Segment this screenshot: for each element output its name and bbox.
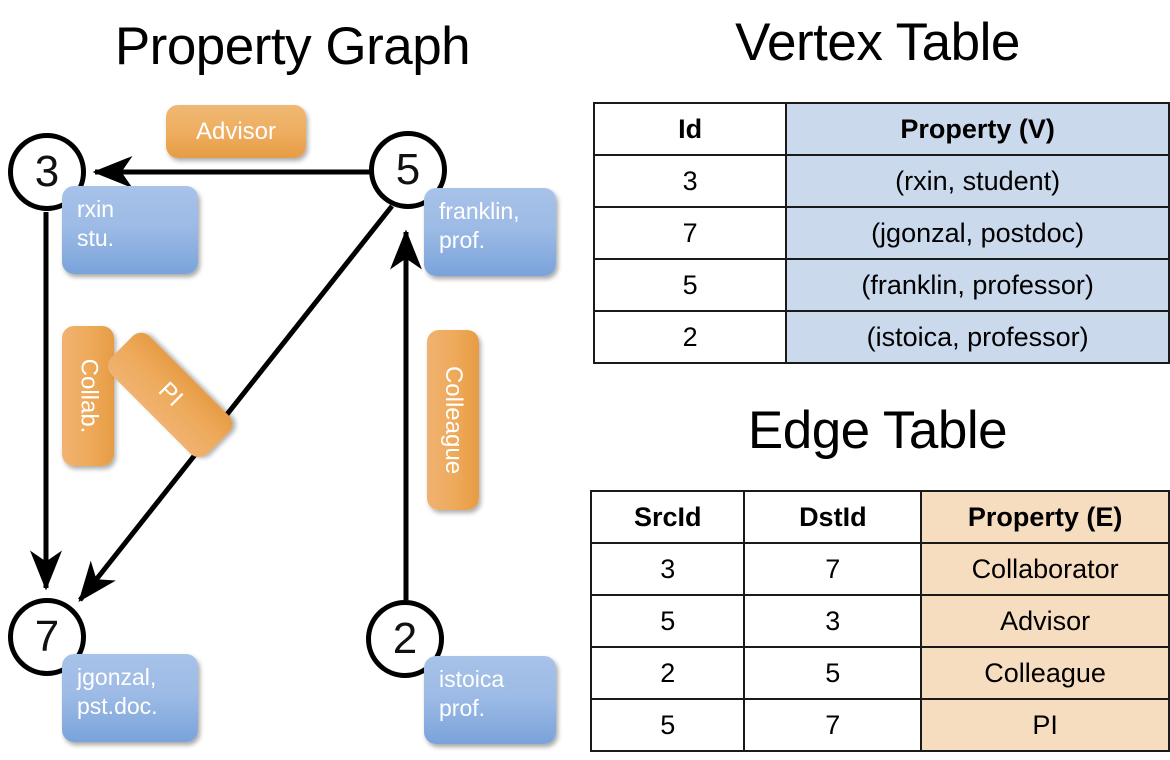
node-property-box-7: jgonzal, pst.doc. <box>62 654 198 742</box>
table-row: 2 5 Colleague <box>589 646 1170 700</box>
cell-srcid: 5 <box>589 698 746 752</box>
cell-id: 2 <box>592 310 788 364</box>
node-property-box-5: franklin, prof. <box>424 188 556 276</box>
edge-label-colleague: Colleague <box>427 330 479 510</box>
graph-edges-svg <box>30 156 422 602</box>
edge-5-to-7 <box>78 204 394 602</box>
edge-label-text: Collab. <box>75 358 102 434</box>
edge-label-advisor: Advisor <box>166 105 306 158</box>
node-property-line: istoica <box>439 666 505 692</box>
cell-srcid: 5 <box>589 594 746 648</box>
node-property-box-3: rxin stu. <box>62 186 198 274</box>
cell-id: 5 <box>592 258 788 312</box>
node-property-line: stu. <box>77 225 115 252</box>
cell-property: (franklin, professor) <box>785 258 1170 312</box>
column-header-srcid: SrcId <box>589 490 746 544</box>
table-row: 5 3 Advisor <box>589 594 1170 648</box>
property-graph-diagram: 3 5 7 2 rxin stu. franklin, prof. jgonza… <box>8 105 556 744</box>
node-property-line: prof. <box>439 695 486 722</box>
node-property-line: rxin <box>77 196 115 222</box>
table-row: 7 (jgonzal, postdoc) <box>592 206 1170 260</box>
cell-id: 7 <box>592 206 788 260</box>
table-header-row: SrcId DstId Property (E) <box>589 490 1170 544</box>
cell-property: Advisor <box>920 594 1170 648</box>
edge-label-text: PI <box>152 377 188 413</box>
table-row: 5 (franklin, professor) <box>592 258 1170 312</box>
edge-label-collab: Collab. <box>62 326 114 466</box>
edge-table: SrcId DstId Property (E) 3 7 Collaborato… <box>589 490 1170 752</box>
cell-property: (istoica, professor) <box>785 310 1170 364</box>
cell-property: Colleague <box>920 646 1170 700</box>
graph-node-2[interactable]: 2 <box>366 600 444 678</box>
node-property-line: prof. <box>439 227 486 254</box>
cell-id: 3 <box>592 154 788 208</box>
node-property-line: franklin, <box>439 198 520 224</box>
cell-dstid: 3 <box>743 594 923 648</box>
cell-srcid: 2 <box>589 646 746 700</box>
column-header-dstid: DstId <box>743 490 923 544</box>
cell-property: (rxin, student) <box>785 154 1170 208</box>
cell-dstid: 7 <box>743 542 923 596</box>
page-title-vertex-table: Vertex Table <box>735 13 1020 72</box>
cell-dstid: 5 <box>743 646 923 700</box>
cell-property: Collaborator <box>920 542 1170 596</box>
vertex-table: Id Property (V) 3 (rxin, student) 7 (jgo… <box>592 102 1170 364</box>
table-row: 3 (rxin, student) <box>592 154 1170 208</box>
column-header-property-e: Property (E) <box>920 490 1170 544</box>
cell-property: PI <box>920 698 1170 752</box>
node-property-line: jgonzal, <box>77 664 157 690</box>
table-row: 3 7 Collaborator <box>589 542 1170 596</box>
edge-label-text: Colleague <box>440 365 467 475</box>
page-title-property-graph: Property Graph <box>114 17 471 76</box>
table-header-row: Id Property (V) <box>592 102 1170 156</box>
column-header-id: Id <box>592 102 788 156</box>
edge-label-text: Advisor <box>195 117 277 145</box>
cell-srcid: 3 <box>589 542 746 596</box>
node-property-box-2: istoica prof. <box>424 656 556 744</box>
page-title-edge-table: Edge Table <box>747 401 1008 460</box>
table-row: 2 (istoica, professor) <box>592 310 1170 364</box>
table-row: 5 7 PI <box>589 698 1170 752</box>
node-property-line: pst.doc. <box>77 693 158 720</box>
cell-property: (jgonzal, postdoc) <box>785 206 1170 260</box>
cell-dstid: 7 <box>743 698 923 752</box>
graph-node-5[interactable]: 5 <box>369 131 447 209</box>
column-header-property-v: Property (V) <box>785 102 1170 156</box>
